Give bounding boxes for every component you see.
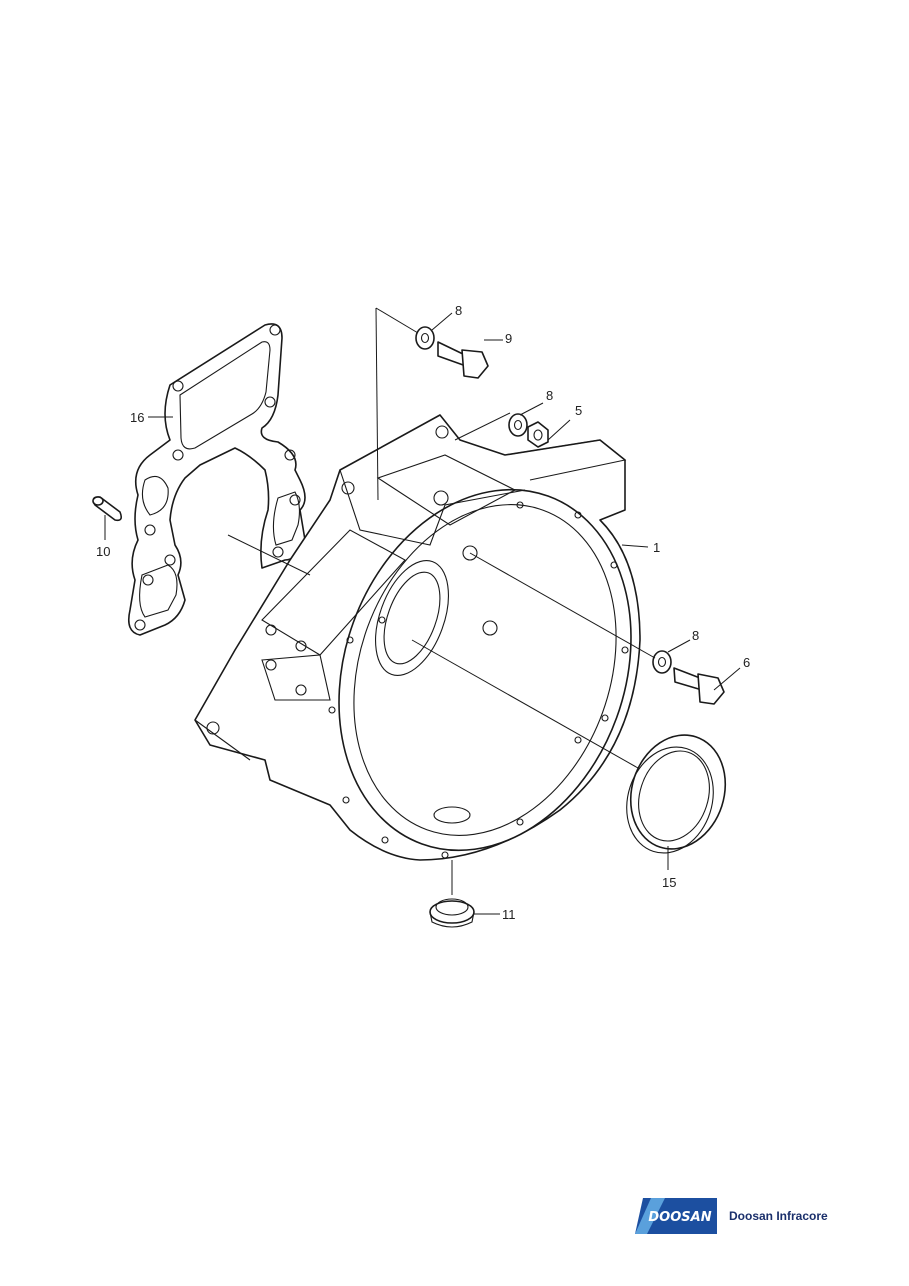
dowel-pin-part-10 — [92, 496, 122, 522]
bolt-part-6 — [673, 667, 725, 705]
doosan-logo: DOOSAN — [635, 1198, 717, 1234]
callout-16: 16 — [130, 410, 144, 425]
brand-footer: DOOSAN Doosan Infracore — [635, 1198, 828, 1234]
callout-10: 10 — [96, 544, 110, 559]
washer-part-8-middle — [508, 413, 528, 437]
callout-11: 11 — [502, 907, 516, 922]
washer-part-8-lower — [652, 650, 672, 674]
leader-lines — [104, 307, 741, 915]
callout-1: 1 — [653, 540, 660, 555]
callout-8-lower: 8 — [692, 628, 699, 643]
gasket-part-16 — [127, 323, 306, 636]
callout-9: 9 — [505, 331, 512, 346]
callout-15: 15 — [662, 875, 676, 890]
callout-8-middle: 8 — [546, 388, 553, 403]
nut-part-5 — [527, 421, 549, 448]
bolt-part-9 — [437, 341, 489, 379]
flywheel-housing-part-1 — [194, 414, 641, 861]
oil-seal-part-15 — [626, 734, 727, 854]
callout-6: 6 — [743, 655, 750, 670]
plug-part-11 — [429, 898, 475, 928]
callout-8-top: 8 — [455, 303, 462, 318]
callout-5: 5 — [575, 403, 582, 418]
washer-part-8-top — [415, 326, 435, 350]
doosan-logo-text: DOOSAN — [648, 1210, 711, 1225]
company-name: Doosan Infracore — [729, 1209, 828, 1223]
